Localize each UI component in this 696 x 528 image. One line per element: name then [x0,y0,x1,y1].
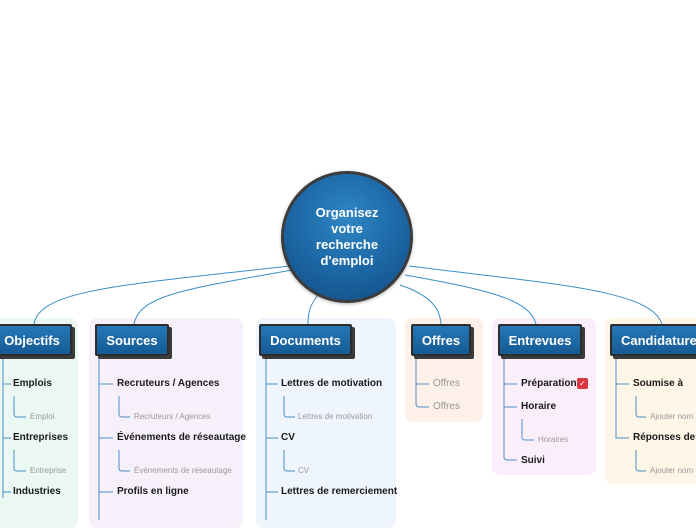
topic-profils-en-ligne[interactable]: Profils en ligne [117,486,189,497]
topic-cv[interactable]: CV [281,432,295,443]
branch-offres-label: Offres [421,332,461,348]
topic-entreprises[interactable]: Entreprises [13,432,69,443]
connector-sources [133,269,293,325]
branch-offres[interactable]: Offres [411,324,471,356]
subtopic-ajouter-nom-2[interactable]: Ajouter nom [650,466,694,475]
central-topic-label: Organisez votre recherche d'emploi [315,205,379,268]
subtopic-entreprise[interactable]: Entreprise [30,466,67,475]
subtopic-evenements-reseautage[interactable]: Événements de réseautage [134,466,232,475]
topic-offres-2[interactable]: Offres [433,401,461,412]
topic-industries[interactable]: Industries [13,486,61,497]
branch-documents[interactable]: Documents [259,324,352,356]
branch-sources-label: Sources [106,332,158,348]
topic-horaire[interactable]: Horaire [521,401,557,412]
connector-entrevues [404,274,537,325]
connector-candidatures [408,265,663,325]
central-topic[interactable]: Organisez votre recherche d'emploi [281,171,413,303]
connector-objectifs [33,265,291,325]
topic-recruteurs-agences[interactable]: Recruteurs / Agences [117,378,220,389]
branch-objectifs-label: Objectifs [4,332,60,348]
subtopic-ajouter-nom-1[interactable]: Ajouter nom [650,412,694,421]
subtopic-lettres-de-motivation[interactable]: Lettres de motivation [298,412,373,421]
topic-offres-1[interactable]: Offres [433,378,461,389]
branch-candidatures[interactable]: Candidatures [610,324,696,356]
topic-lettres-de-remerciement[interactable]: Lettres de remerciement [281,486,398,497]
subtopic-emploi[interactable]: Emploi [30,412,55,421]
topic-suivi[interactable]: Suivi [521,455,545,466]
topic-preparation[interactable]: Préparation [521,378,577,389]
connector-offres [399,284,442,325]
topic-lettres-de-motivation[interactable]: Lettres de motivation [281,378,383,389]
topic-soumise-a[interactable]: Soumise à [633,378,684,389]
branch-sources[interactable]: Sources [95,324,169,356]
topic-emplois[interactable]: Emplois [13,378,52,389]
branch-candidatures-label: Candidatures [621,332,696,348]
checklist-icon[interactable]: ✓ [577,378,588,389]
topic-evenements-reseautage[interactable]: Événements de réseautage [117,432,246,443]
branch-documents-label: Documents [270,332,341,348]
subtopic-recruteurs-agences[interactable]: Recruteurs / Agences [134,412,211,421]
branch-entrevues[interactable]: Entrevues [498,324,582,356]
subtopic-cv[interactable]: CV [298,466,310,475]
branch-entrevues-label: Entrevues [508,332,572,348]
subtopic-horaires[interactable]: Horaires [538,435,569,444]
connector-documents [307,294,319,325]
topic-reponses-de[interactable]: Réponses de [633,432,696,443]
branch-objectifs[interactable]: Objectifs [0,324,72,356]
